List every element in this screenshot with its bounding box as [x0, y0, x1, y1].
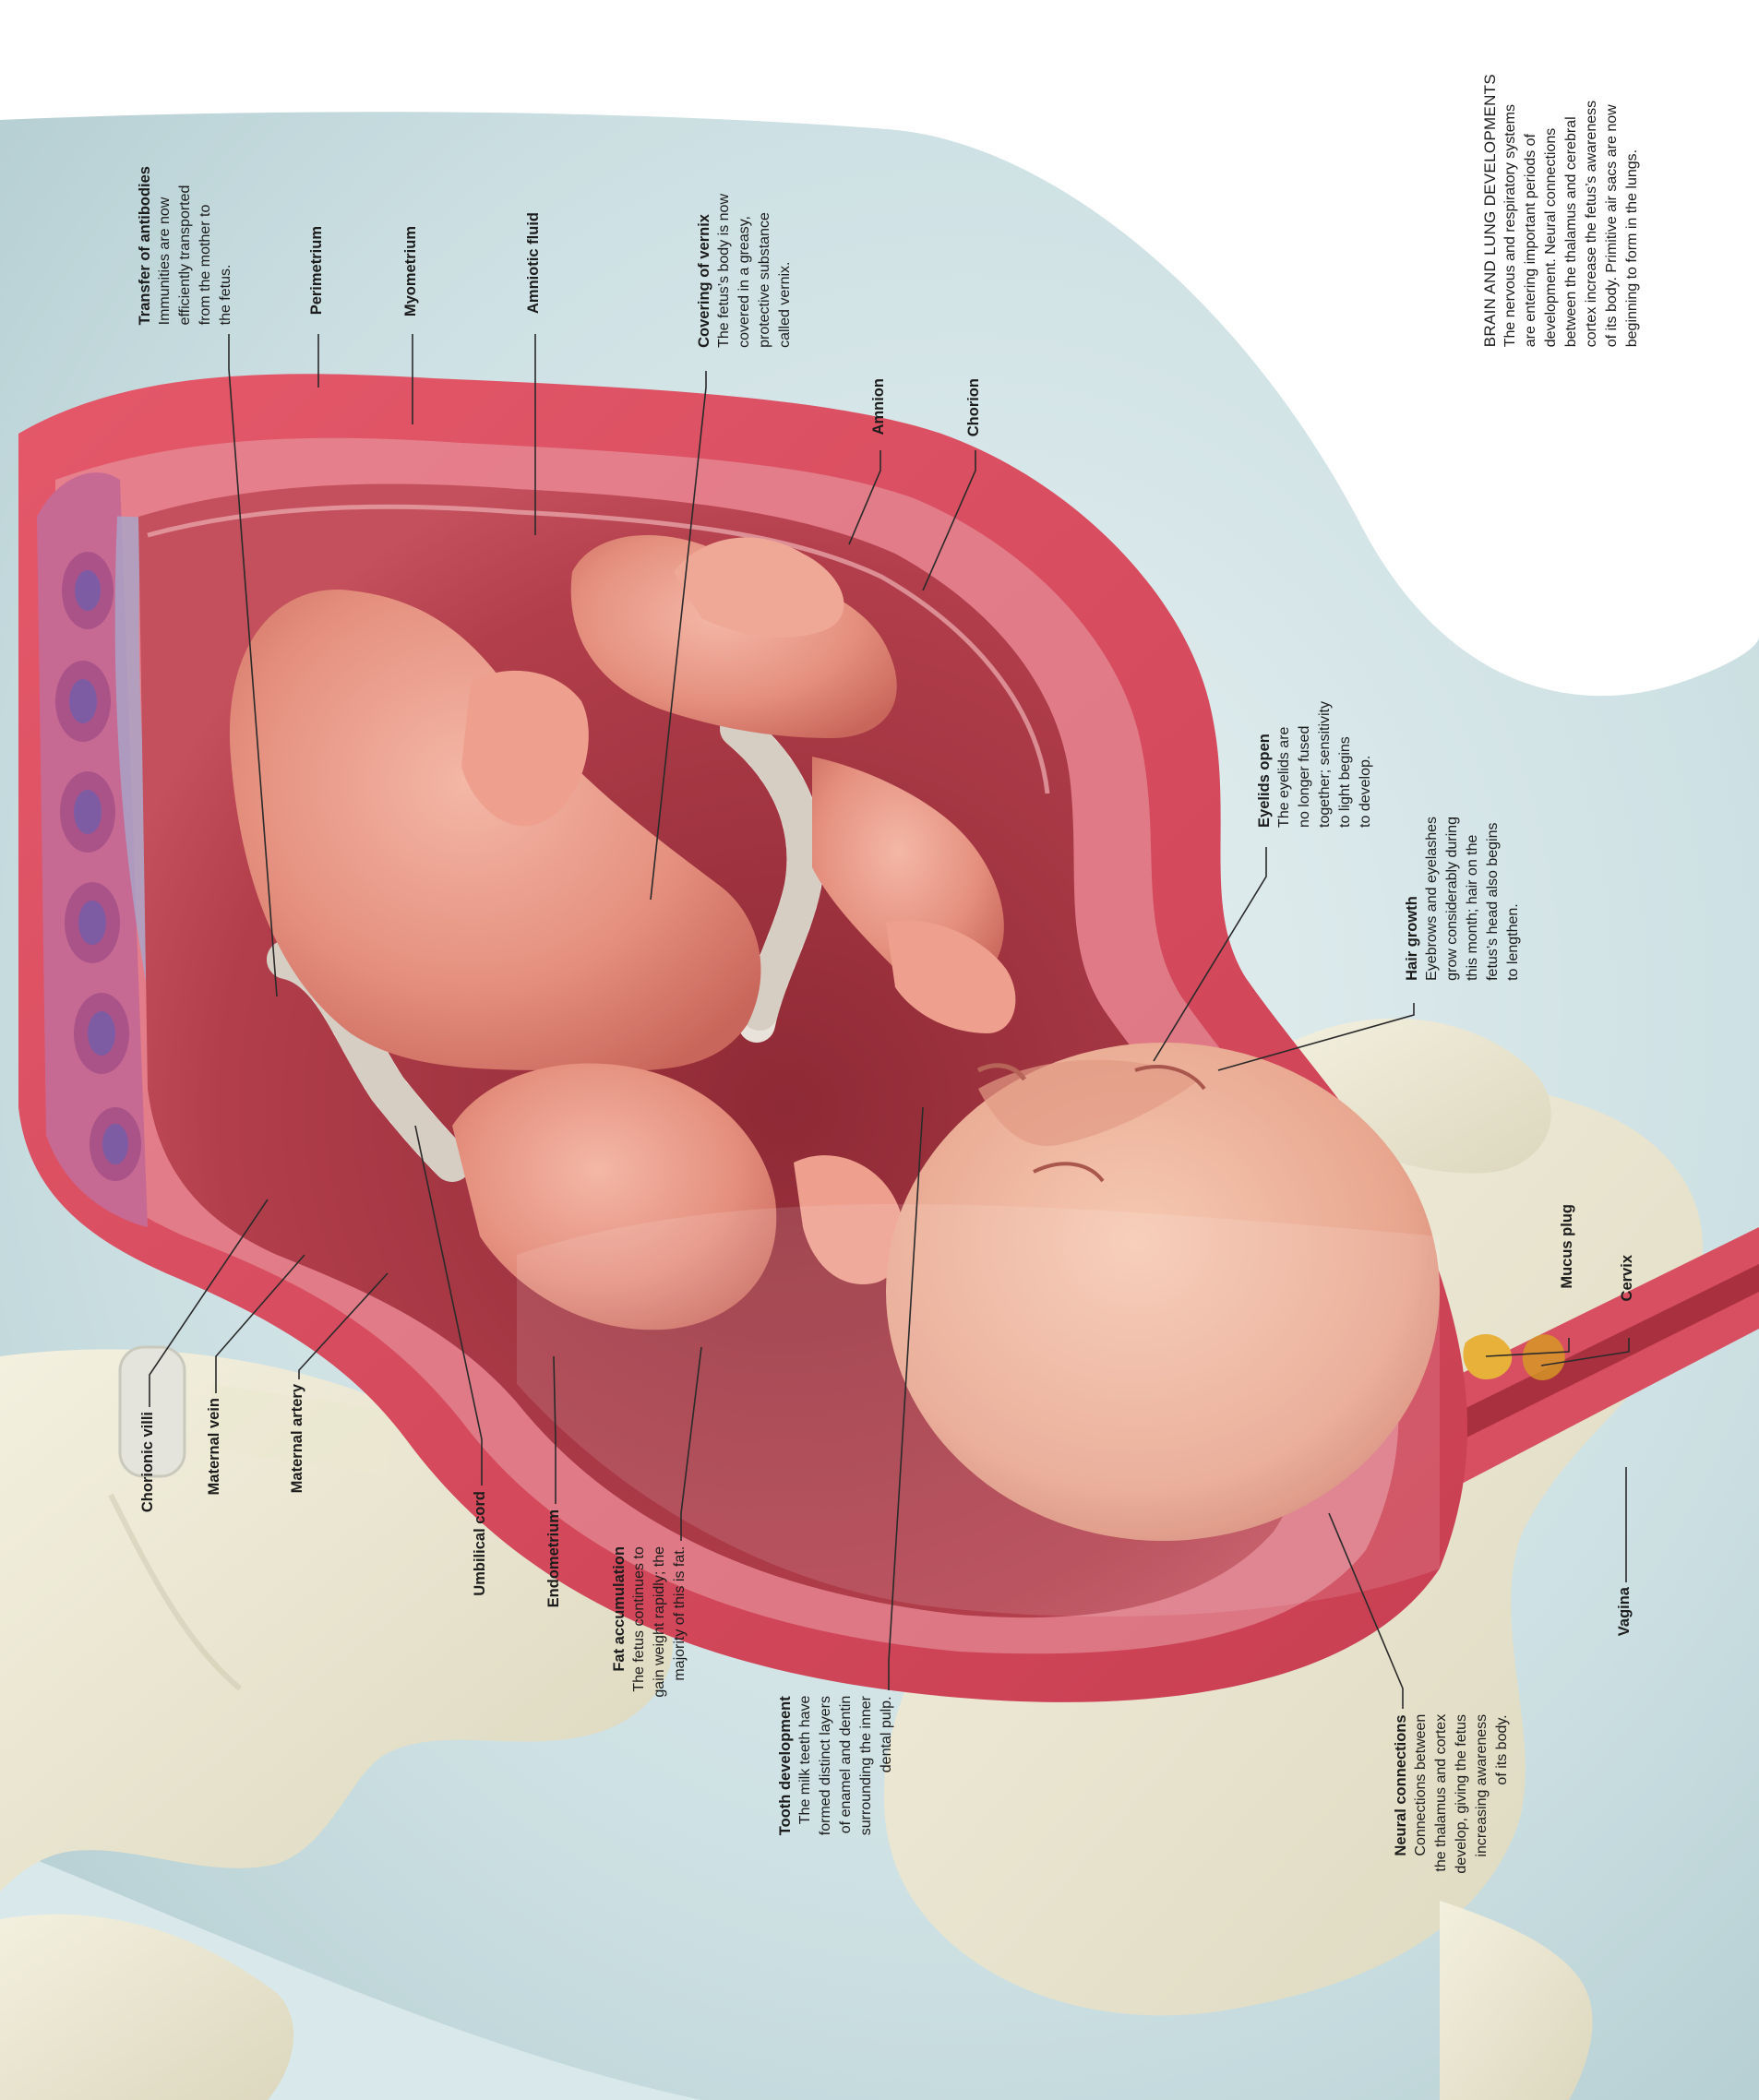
callout-body-line: fetus’s head also begins [1483, 817, 1503, 981]
callout-body-line: develop, giving the fetus [1452, 1714, 1472, 1874]
callout-title: Fat accumulation [609, 1546, 629, 1698]
callout-body-line: The milk teeth have [796, 1696, 816, 1835]
callout-body-line: The fetus’s body is now [714, 194, 735, 348]
callout-title: Cervix [1617, 1255, 1637, 1301]
sidebar-body-line: cortex increase the fetus’s awareness [1582, 74, 1602, 347]
sidebar-text-block: BRAIN AND LUNG DEVELOPMENTS The nervous … [1480, 74, 1643, 347]
callout-covering-of-vernix: Covering of vernix The fetus’s body is n… [694, 194, 796, 348]
callout-hair-growth: Hair growth Eyebrows and eyelashes grow … [1402, 817, 1524, 981]
callout-title: Mucus plug [1557, 1204, 1577, 1289]
callout-amnion: Amnion [868, 378, 889, 435]
callout-title: Umbilical cord [470, 1491, 490, 1596]
callout-body-line: covered in a greasy, [735, 194, 755, 348]
callout-body-line: of enamel and dentin [836, 1696, 856, 1835]
callout-body-line: formed distinct layers [816, 1696, 836, 1835]
callout-title: Amniotic fluid [523, 212, 544, 314]
callout-maternal-vein: Maternal vein [204, 1398, 224, 1495]
callout-chorion: Chorion [963, 378, 984, 436]
callout-maternal-artery: Maternal artery [287, 1384, 307, 1493]
callout-title: Covering of vernix [694, 194, 714, 348]
sidebar-body-line: development. Neural connections [1541, 74, 1562, 347]
callout-body-line: Immunities are now [155, 166, 175, 325]
callout-body-line: majority of this is fat. [670, 1546, 690, 1698]
callout-title: Eyelids open [1254, 701, 1274, 828]
callout-eyelids-open: Eyelids open The eyelids are no longer f… [1254, 701, 1376, 828]
callout-body-line: to develop. [1356, 701, 1376, 828]
callout-body-line: together; sensitivity [1315, 701, 1335, 828]
callout-title: Perimetrium [306, 226, 327, 315]
callout-body-line: Eyebrows and eyelashes [1422, 817, 1442, 981]
callout-title: Amnion [868, 378, 889, 435]
callout-mucus-plug: Mucus plug [1557, 1204, 1577, 1289]
callout-title: Maternal artery [287, 1384, 307, 1493]
callout-body-line: of its body. [1492, 1714, 1513, 1874]
callout-transfer-of-antibodies: Transfer of antibodies Immunities are no… [135, 166, 236, 325]
callout-umbilical-cord: Umbilical cord [470, 1491, 490, 1596]
callout-title: Maternal vein [204, 1398, 224, 1495]
callout-title: Chorion [963, 378, 984, 436]
callout-title: Neural connections [1391, 1714, 1411, 1874]
callout-myometrium: Myometrium [401, 226, 421, 316]
callout-body-line: protective substance [755, 194, 775, 348]
sidebar-body-line: beginning to form in the lungs. [1622, 74, 1643, 347]
callout-body-line: to lengthen. [1503, 817, 1524, 981]
callout-body-line: called vernix. [775, 194, 796, 348]
callout-title: Tooth development [775, 1696, 796, 1835]
callout-body-line: this month; hair on the [1463, 817, 1483, 981]
callout-title: Vagina [1614, 1587, 1634, 1636]
callout-title: Transfer of antibodies [135, 166, 155, 325]
callout-body-line: efficiently transported [175, 166, 196, 325]
callout-body-line: the thalamus and cortex [1431, 1714, 1452, 1874]
sidebar-title: BRAIN AND LUNG DEVELOPMENTS [1480, 74, 1501, 347]
callout-cervix: Cervix [1617, 1255, 1637, 1301]
callout-fat-accumulation: Fat accumulation The fetus continues to … [609, 1546, 690, 1698]
sidebar-body-line: are entering important periods of [1521, 74, 1541, 347]
callout-amniotic-fluid: Amniotic fluid [523, 212, 544, 314]
sidebar-body-line: The nervous and respiratory systems [1501, 74, 1521, 347]
sidebar-body-line: of its body. Primitive air sacs are now [1602, 74, 1622, 347]
callout-body-line: dental pulp. [877, 1696, 897, 1835]
callout-endometrium: Endometrium [544, 1509, 564, 1607]
callout-tooth-development: Tooth development The milk teeth have fo… [775, 1696, 897, 1835]
callout-body-line: to light begins [1335, 701, 1356, 828]
callout-body-line: from the mother to [196, 166, 216, 325]
callout-title: Chorionic villi [138, 1412, 158, 1512]
callout-body-line: gain weight rapidly; the [650, 1546, 670, 1698]
callout-neural-connections: Neural connections Connections between t… [1391, 1714, 1513, 1874]
callout-chorionic-villi: Chorionic villi [138, 1412, 158, 1512]
callout-vagina: Vagina [1614, 1587, 1634, 1636]
callout-body-line: The eyelids are [1274, 701, 1295, 828]
callout-body-line: no longer fused [1295, 701, 1315, 828]
callout-body-line: Connections between [1411, 1714, 1431, 1874]
callout-body-line: grow considerably during [1442, 817, 1463, 981]
callout-body-line: increasing awareness [1472, 1714, 1492, 1874]
callout-body-line: The fetus continues to [629, 1546, 650, 1698]
callout-title: Endometrium [544, 1509, 564, 1607]
callout-perimetrium: Perimetrium [306, 226, 327, 315]
sidebar-body-line: between the thalamus and cerebral [1562, 74, 1582, 347]
callout-title: Myometrium [401, 226, 421, 316]
callout-body-line: surrounding the inner [856, 1696, 877, 1835]
callout-title: Hair growth [1402, 817, 1422, 981]
callout-body-line: the fetus. [216, 166, 236, 325]
